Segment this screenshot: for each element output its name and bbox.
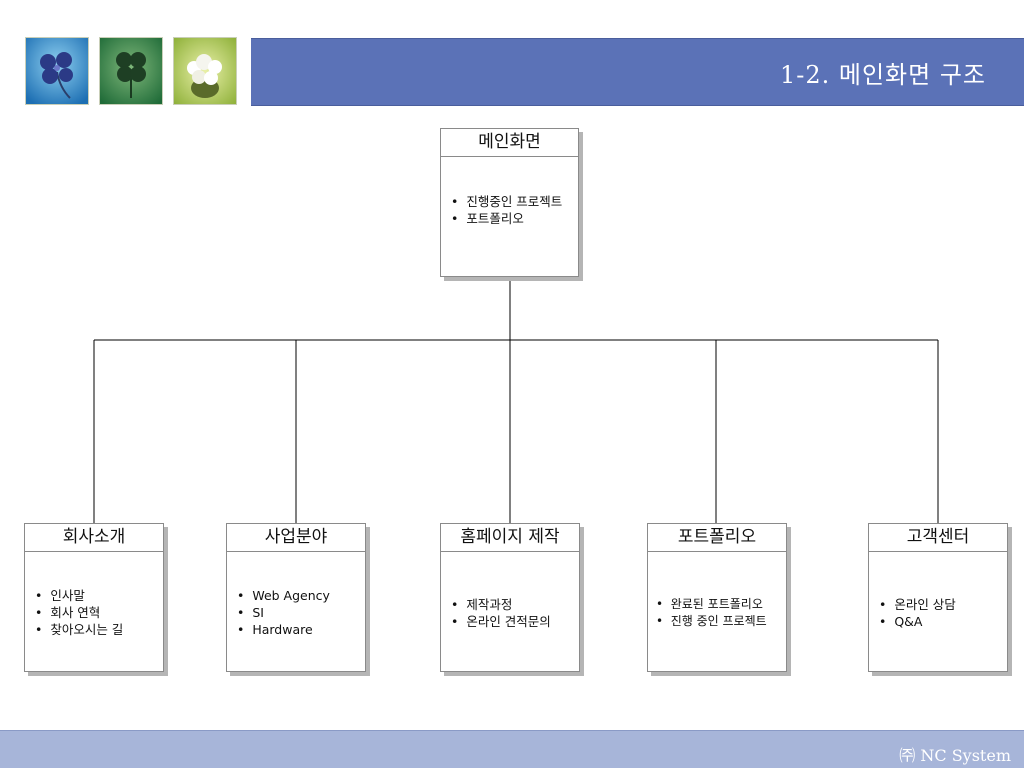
green-clover-image (99, 37, 163, 105)
node-item: 온라인 견적문의 (451, 613, 575, 630)
node-item: Web Agency (237, 587, 361, 604)
node-item-list: Web Agency SI Hardware (237, 587, 361, 638)
node-title: 고객센터 (869, 524, 1007, 552)
node-item: 제작과정 (451, 596, 575, 613)
footer-company-name: ㈜ NC System (899, 746, 1011, 765)
customer-center-node: 고객센터 온라인 상담 Q&A (868, 523, 1008, 672)
node-item: 진행중인 프로젝트 (451, 193, 574, 210)
node-item: 진행 중인 프로젝트 (656, 613, 782, 630)
homepage-production-node: 홈페이지 제작 제작과정 온라인 견적문의 (440, 523, 580, 672)
node-item: 찾아오시는 길 (35, 621, 159, 638)
page-title: 1-2. 메인화면 구조 (779, 61, 986, 89)
node-item-list: 인사말 회사 연혁 찾아오시는 길 (35, 587, 159, 638)
node-title: 홈페이지 제작 (441, 524, 579, 552)
node-item: 완료된 포트폴리오 (656, 596, 782, 613)
node-title: 포트폴리오 (648, 524, 786, 552)
node-item: Q&A (879, 613, 1003, 630)
node-title: 사업분야 (227, 524, 365, 552)
node-item: 회사 연혁 (35, 604, 159, 621)
node-title: 회사소개 (25, 524, 163, 552)
node-item: 인사말 (35, 587, 159, 604)
portfolio-node: 포트폴리오 완료된 포트폴리오 진행 중인 프로젝트 (647, 523, 787, 672)
node-item-list: 제작과정 온라인 견적문의 (451, 596, 575, 630)
blue-clover-flower-image (25, 37, 89, 105)
title-bar: 1-2. 메인화면 구조 (251, 38, 1024, 106)
main-screen-node: 메인화면 진행중인 프로젝트 포트폴리오 (440, 128, 579, 277)
node-item: Hardware (237, 621, 361, 638)
company-intro-node: 회사소개 인사말 회사 연혁 찾아오시는 길 (24, 523, 164, 672)
business-area-node: 사업분야 Web Agency SI Hardware (226, 523, 366, 672)
node-item: 온라인 상담 (879, 596, 1003, 613)
node-title: 메인화면 (441, 129, 578, 157)
node-item: SI (237, 604, 361, 621)
node-item-list: 온라인 상담 Q&A (879, 596, 1003, 630)
white-flower-bouquet-image (173, 37, 237, 105)
node-item: 포트폴리오 (451, 210, 574, 227)
node-item-list: 완료된 포트폴리오 진행 중인 프로젝트 (656, 596, 782, 630)
node-item-list: 진행중인 프로젝트 포트폴리오 (451, 193, 574, 227)
footer-bar: ㈜ NC System (0, 730, 1024, 768)
